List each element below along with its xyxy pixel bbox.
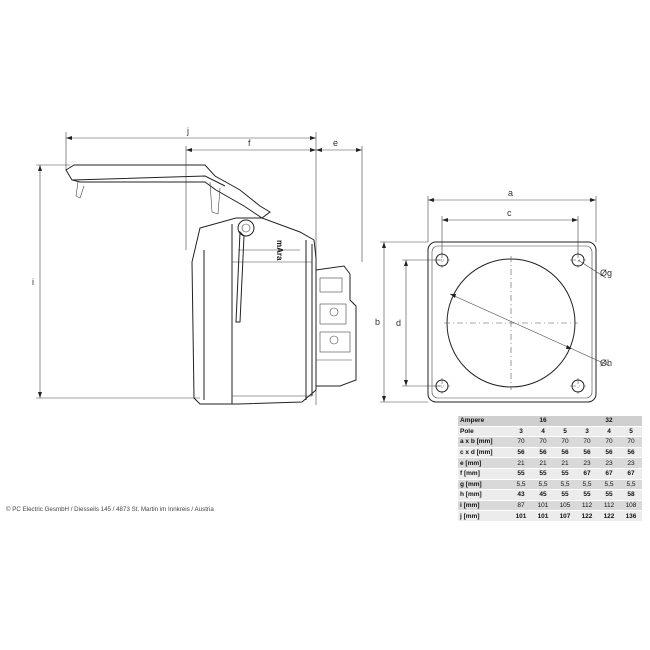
table-cell: 45 <box>532 489 554 501</box>
dim-e-label: e <box>333 138 338 148</box>
table-cell: 101 <box>532 510 554 522</box>
table-cell: 55 <box>554 468 576 480</box>
table-cell: 55 <box>576 489 598 501</box>
table-cell: 56 <box>598 447 620 459</box>
table-cell: 112 <box>576 500 598 512</box>
table-cell: 23 <box>576 457 598 469</box>
table-cell: 105 <box>554 500 576 512</box>
table-cell: 70 <box>598 436 620 448</box>
table-cell: 55 <box>532 468 554 480</box>
table-cell: 87 <box>510 500 532 512</box>
dim-a-label: a <box>508 188 513 198</box>
table-cell: 70 <box>510 436 532 448</box>
dim-h-label: Øh <box>600 358 612 368</box>
side-view: j f e i mAra <box>32 126 363 405</box>
table-cell: 5,5 <box>532 479 554 491</box>
table-cell: 101 <box>532 500 554 512</box>
table-cell: 23 <box>620 457 642 469</box>
row-label: i [mm] <box>458 500 510 512</box>
row-label: e [mm] <box>458 457 510 469</box>
table-cell: 4 <box>598 426 620 438</box>
table-cell: 112 <box>598 500 620 512</box>
row-label: c x d [mm] <box>458 447 510 459</box>
row-label: h [mm] <box>458 489 510 501</box>
table-cell: 56 <box>554 447 576 459</box>
dim-g-label: Øg <box>600 268 612 278</box>
dim-i-label: i <box>32 277 34 287</box>
ampere-group-1: 32 <box>576 416 642 427</box>
dim-j-label: j <box>186 126 189 136</box>
table-cell: 55 <box>598 489 620 501</box>
table-cell: 67 <box>620 468 642 480</box>
table-cell: 5,5 <box>510 479 532 491</box>
table-cell: 58 <box>620 489 642 501</box>
table-cell: 56 <box>510 447 532 459</box>
table-cell: 56 <box>532 447 554 459</box>
table-cell: 5,5 <box>598 479 620 491</box>
dim-b-label: b <box>375 317 380 327</box>
table-cell: 67 <box>598 468 620 480</box>
table-cell: 101 <box>510 510 532 522</box>
front-view: a c b d <box>375 188 612 403</box>
header-label: Ampere <box>458 416 510 427</box>
row-label: Pole <box>458 426 510 438</box>
table-cell: 108 <box>620 500 642 512</box>
table-cell: 122 <box>598 510 620 522</box>
table-cell: 107 <box>554 510 576 522</box>
table-cell: 56 <box>576 447 598 459</box>
dim-c-label: c <box>507 208 512 218</box>
table-cell: 122 <box>576 510 598 522</box>
table-cell: 5,5 <box>554 479 576 491</box>
table-cell: 70 <box>532 436 554 448</box>
table-cell: 21 <box>510 457 532 469</box>
table-cell: 56 <box>620 447 642 459</box>
table-cell: 70 <box>554 436 576 448</box>
table-cell: 136 <box>620 510 642 522</box>
dim-f-label: f <box>248 138 251 148</box>
table-cell: 5,5 <box>576 479 598 491</box>
table-cell: 5 <box>620 426 642 438</box>
row-label: a x b [mm] <box>458 436 510 448</box>
table-cell: 23 <box>598 457 620 469</box>
brand-mark: mAra <box>275 240 284 261</box>
table-cell: 70 <box>620 436 642 448</box>
table-cell: 43 <box>510 489 532 501</box>
dim-d-label: d <box>396 318 401 328</box>
table-cell: 67 <box>576 468 598 480</box>
table-cell: 3 <box>510 426 532 438</box>
table-cell: 4 <box>532 426 554 438</box>
table-cell: 5,5 <box>620 479 642 491</box>
table-cell: 70 <box>576 436 598 448</box>
copyright-text: © PC Electric GesmbH / Diesseils 145 / 4… <box>6 506 214 513</box>
row-label: j [mm] <box>458 510 510 522</box>
table-cell: 55 <box>554 489 576 501</box>
row-label: f [mm] <box>458 468 510 480</box>
table-cell: 21 <box>532 457 554 469</box>
table-cell: 55 <box>510 468 532 480</box>
table-cell: 3 <box>576 426 598 438</box>
ampere-group-0: 16 <box>510 416 576 427</box>
table-cell: 5 <box>554 426 576 438</box>
row-label: g [mm] <box>458 479 510 491</box>
table-cell: 21 <box>554 457 576 469</box>
